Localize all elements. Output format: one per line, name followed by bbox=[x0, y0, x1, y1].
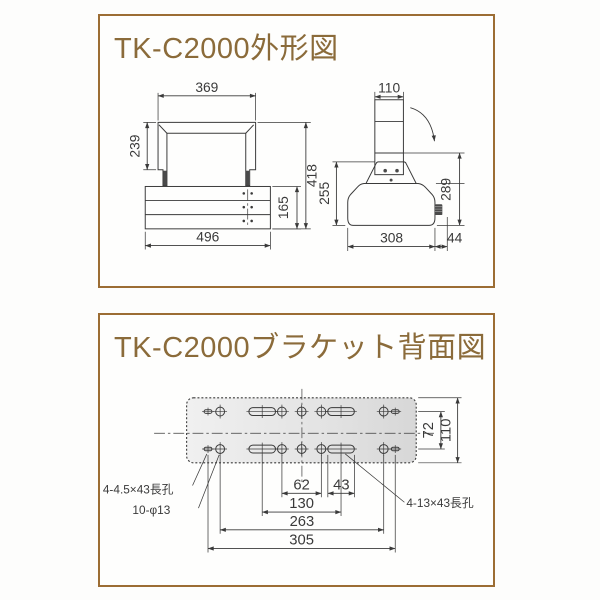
svg-text:165: 165 bbox=[276, 196, 291, 219]
front-base-box bbox=[144, 185, 271, 230]
base-box-seams bbox=[145, 200, 271, 216]
dim-slot-span: 130 bbox=[261, 496, 342, 515]
front-bracket-outline bbox=[157, 121, 257, 186]
dim-side-offset: 44 bbox=[434, 231, 463, 249]
base-box-screws bbox=[242, 192, 253, 223]
dim-front-top-width: 369 bbox=[157, 80, 256, 121]
svg-text:255: 255 bbox=[317, 182, 332, 205]
dim-side-body-height: 255 bbox=[317, 161, 375, 226]
front-view: 369 239 418 165 bbox=[127, 80, 320, 250]
rotation-arrow bbox=[410, 107, 436, 142]
svg-text:496: 496 bbox=[196, 230, 219, 245]
side-post bbox=[374, 99, 404, 176]
dim-plate-height: 110 bbox=[418, 397, 462, 464]
outline-drawing-svg: 369 239 418 165 bbox=[127, 80, 465, 252]
dim-side-mount-height: 289 bbox=[403, 152, 465, 226]
bracket-panel: TK-C2000ブラケット背面図 bbox=[98, 313, 495, 587]
bracket-drawing-svg: 72 110 62 43 130 bbox=[103, 388, 474, 553]
svg-text:4-4.5×43長孔: 4-4.5×43長孔 bbox=[103, 482, 174, 496]
outline-panel: TK-C2000外形図 bbox=[98, 14, 495, 288]
bracket-plate bbox=[186, 397, 417, 464]
side-body bbox=[347, 183, 436, 226]
callout-small-slot: 4-4.5×43長孔 bbox=[103, 453, 208, 496]
dim-row-gap: 72 bbox=[418, 411, 445, 450]
callout-round-hole: 10-φ13 bbox=[132, 454, 220, 517]
outline-panel-title: TK-C2000外形図 bbox=[114, 33, 339, 65]
bracket-panel-title: TK-C2000ブラケット背面図 bbox=[114, 332, 487, 364]
svg-text:72: 72 bbox=[421, 422, 437, 438]
svg-text:130: 130 bbox=[289, 496, 314, 512]
svg-text:308: 308 bbox=[380, 231, 403, 246]
dim-front-base-height: 165 bbox=[272, 186, 301, 230]
side-view: 110 255 289 308 bbox=[317, 80, 465, 252]
dim-front-bracket-height: 239 bbox=[127, 122, 157, 171]
bracket-left-foot bbox=[163, 170, 167, 186]
svg-text:44: 44 bbox=[447, 231, 463, 246]
callout-large-slot: 4-13×43長孔 bbox=[345, 453, 474, 510]
dim-outer-span: 305 bbox=[207, 533, 396, 551]
dim-hole-span: 263 bbox=[219, 514, 384, 532]
svg-text:263: 263 bbox=[290, 514, 315, 530]
svg-text:43: 43 bbox=[333, 477, 349, 493]
bracket-bevel-lines bbox=[158, 124, 254, 134]
mount-plate-holes bbox=[383, 168, 399, 182]
side-connector bbox=[434, 204, 443, 216]
side-mount-plate bbox=[365, 161, 418, 185]
svg-text:110: 110 bbox=[378, 80, 400, 95]
svg-text:418: 418 bbox=[305, 164, 320, 187]
bracket-right-foot bbox=[245, 170, 250, 186]
svg-text:10-φ13: 10-φ13 bbox=[132, 503, 170, 517]
svg-text:110: 110 bbox=[439, 419, 455, 443]
svg-text:239: 239 bbox=[127, 134, 142, 157]
bottom-extension-lines bbox=[207, 454, 396, 553]
dim-slot-length: 43 bbox=[327, 477, 355, 496]
svg-text:289: 289 bbox=[439, 178, 454, 201]
svg-text:4-13×43長孔: 4-13×43長孔 bbox=[406, 496, 473, 510]
dim-side-body-width: 308 bbox=[347, 217, 448, 252]
dim-front-base-width: 496 bbox=[144, 230, 271, 250]
dim-inner-span: 62 bbox=[281, 477, 322, 496]
svg-text:369: 369 bbox=[195, 80, 218, 95]
svg-text:62: 62 bbox=[293, 477, 309, 493]
dim-side-post-width: 110 bbox=[374, 80, 404, 100]
svg-text:305: 305 bbox=[289, 533, 314, 549]
